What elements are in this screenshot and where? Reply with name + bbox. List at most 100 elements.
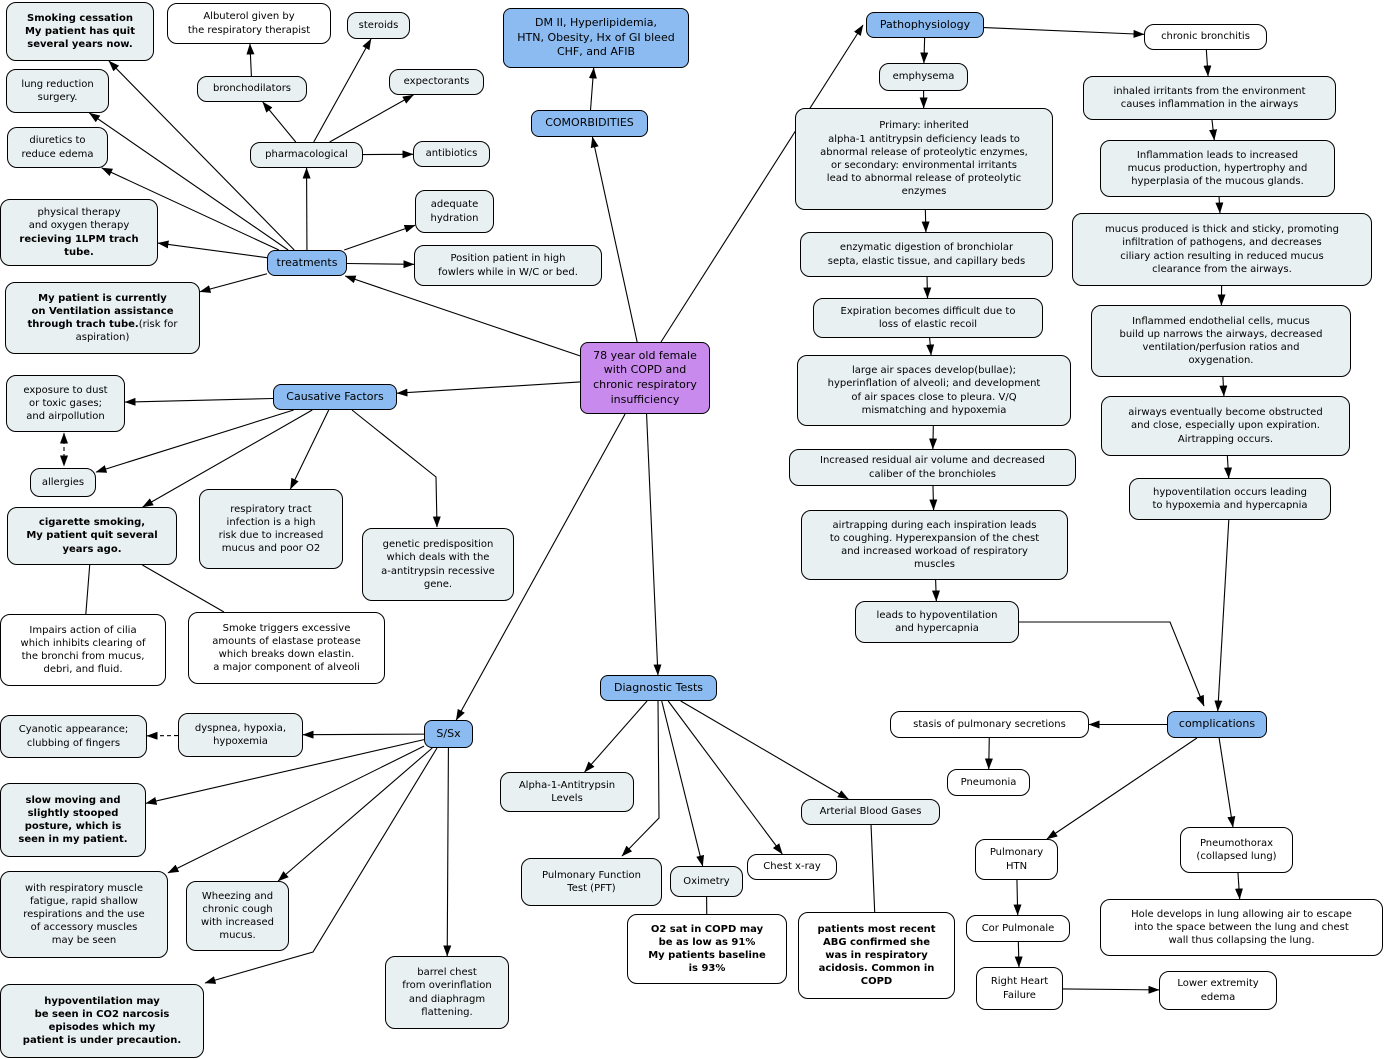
node-steroids[interactable]: steroids [347,12,410,39]
node-text: dyspnea, hypoxia, hypoxemia [183,722,298,748]
edge-abg-patients-abg [870,824,876,913]
node-enzymatic[interactable]: enzymatic digestion of bronchiolar septa… [800,232,1053,277]
node-impairs[interactable]: Impairs action of cilia which inhibits c… [0,614,166,686]
node-text: inhaled irritants from the environment c… [1088,85,1331,111]
node-text: Wheezing and chronic cough with increase… [191,890,284,943]
edge-cor-right-heart [1014,941,1023,968]
node-resp-tract[interactable]: respiratory tract infection is a high ri… [199,489,343,569]
node-mucus[interactable]: mucus produced is thick and sticky, prom… [1072,213,1372,286]
node-exposure[interactable]: exposure to dust or toxic gases; and air… [6,375,125,432]
node-text: Primary: inherited alpha-1 antitrypsin d… [800,119,1048,198]
node-inflamed[interactable]: Inflammed endothelial cells, mucus build… [1091,305,1351,377]
node-diagnostic[interactable]: Diagnostic Tests [600,675,717,701]
node-label: Causative Factors [286,389,384,403]
node-adequate[interactable]: adequate hydration [415,190,494,233]
node-text: enzymatic digestion of bronchiolar septa… [805,241,1048,267]
node-genetic[interactable]: genetic predisposition which deals with … [362,528,514,601]
node-smoke-triggers[interactable]: Smoke triggers excessive amounts of elas… [188,612,385,684]
node-barrel[interactable]: barrel chest from overinflation and diap… [385,956,509,1029]
node-text: adequate hydration [420,198,489,224]
node-diuretics[interactable]: diuretics to reduce edema [7,127,108,168]
node-text-segment: My patient is currently on Ventilation a… [27,292,174,330]
node-lung-reduction[interactable]: lung reduction surgery. [6,69,109,113]
node-dm2[interactable]: DM II, Hyperlipidemia, HTN, Obesity, Hx … [503,8,689,68]
node-primary[interactable]: Primary: inherited alpha-1 antitrypsin d… [795,108,1053,210]
node-text: Pulmonary HTN [980,846,1053,872]
edge-treatments-position [346,260,415,269]
node-label: Pneumothorax (collapsed lung) [1196,837,1277,862]
node-label: Chest x-ray [763,861,821,873]
node-text: mucus produced is thick and sticky, prom… [1077,223,1367,276]
node-pathophysiology[interactable]: Pathophysiology [866,12,984,38]
node-antibiotics[interactable]: antibiotics [413,141,490,167]
node-text: airways eventually become obstructed and… [1106,406,1345,446]
edge-center-pathophysiology [660,24,864,343]
node-expectorants[interactable]: expectorants [389,69,484,95]
node-label: Diagnostic Tests [614,680,703,694]
edge-diagnostic-abg [680,700,849,800]
node-dyspnea[interactable]: dyspnea, hypoxia, hypoxemia [178,713,303,757]
edge-primary-enzymatic [921,209,930,233]
node-treatments[interactable]: treatments [267,250,347,276]
node-alpha1[interactable]: Alpha-1-Antitrypsin Levels [500,772,634,812]
node-expiration[interactable]: Expiration becomes difficult due to loss… [813,298,1043,338]
node-my-patient-vent[interactable]: My patient is currently on Ventilation a… [5,282,200,354]
node-leads-hypo[interactable]: leads to hypoventilation and hypercapnia [855,601,1019,643]
node-patients-abg[interactable]: patients most recent ABG confirmed she w… [798,912,955,999]
node-label: Pulmonary Function Test (PFT) [541,869,642,894]
node-abg[interactable]: Arterial Blood Gases [801,799,940,825]
node-hypovent-co2[interactable]: hypoventilation may be seen in CO2 narco… [0,984,204,1058]
node-complications[interactable]: complications [1167,711,1267,738]
node-oximetry[interactable]: Oximetry [670,866,743,897]
node-emphysema[interactable]: emphysema [879,63,968,91]
node-airways[interactable]: airways eventually become obstructed and… [1101,396,1350,456]
node-label: airways eventually become obstructed and… [1128,407,1323,445]
node-cyanotic[interactable]: Cyanotic appearance; clubbing of fingers [0,715,147,758]
node-position[interactable]: Position patient in high fowlers while i… [414,245,602,286]
node-label: dyspnea, hypoxia, hypoxemia [194,722,287,747]
node-albuterol[interactable]: Albuterol given by the respiratory thera… [167,3,331,44]
node-hole[interactable]: Hole develops in lung allowing air to es… [1100,899,1383,956]
node-pneumothorax[interactable]: Pneumothorax (collapsed lung) [1180,827,1293,873]
node-cor[interactable]: Cor Pulmonale [966,915,1070,942]
node-pneumonia[interactable]: Pneumonia [947,769,1030,796]
node-inflammation[interactable]: Inflammation leads to increased mucus pr… [1100,140,1335,197]
node-cigarette[interactable]: cigarette smoking, My patient quit sever… [7,507,177,565]
node-bronchodilators[interactable]: bronchodilators [197,76,307,102]
node-pulm-htn[interactable]: Pulmonary HTN [975,839,1058,880]
node-o2-sat[interactable]: O2 sat in COPD may be as low as 91% My p… [627,914,787,984]
node-large-air[interactable]: large air spaces develop(bullae); hyperi… [797,355,1071,426]
node-airtrapping[interactable]: airtrapping during each inspiration lead… [801,510,1068,580]
node-pharmacological[interactable]: pharmacological [250,142,363,168]
node-comorbidities[interactable]: COMORBIDITIES [531,110,648,137]
node-inhaled[interactable]: inhaled irritants from the environment c… [1083,76,1336,120]
node-chronic-bronchitis[interactable]: chronic bronchitis [1144,24,1267,50]
node-pft[interactable]: Pulmonary Function Test (PFT) [521,858,662,906]
node-with-respiratory[interactable]: with respiratory muscle fatigue, rapid s… [0,871,168,958]
node-label: Cyanotic appearance; clubbing of fingers [18,724,129,749]
node-text: bronchodilators [202,82,302,95]
node-label: Wheezing and chronic cough with increase… [201,890,274,942]
node-label: Increased residual air volume and decrea… [820,455,1045,480]
node-wheezing[interactable]: Wheezing and chronic cough with increase… [186,881,289,951]
node-lower-edema[interactable]: Lower extremity edema [1159,971,1277,1010]
edge-pneumothorax-hole [1234,872,1243,900]
node-text: hypoventilation occurs leading to hypoxe… [1134,486,1326,512]
node-stasis[interactable]: stasis of pulmonary secretions [890,711,1089,738]
node-causative[interactable]: Causative Factors [273,384,397,410]
node-text: with respiratory muscle fatigue, rapid s… [5,882,163,948]
node-center[interactable]: 78 year old female with COPD and chronic… [580,342,710,414]
node-s-sx[interactable]: S/Sx [424,720,473,748]
node-label: 78 year old female with COPD and chronic… [593,348,697,406]
node-physical-therapy[interactable]: physical therapy and oxygen therapy reci… [0,199,158,266]
node-increased-residual[interactable]: Increased residual air volume and decrea… [789,449,1076,486]
edge-treatments-lung-reduction [89,112,289,251]
node-slow-moving[interactable]: slow moving and slightly stooped posture… [0,783,146,857]
node-right-heart[interactable]: Right Heart Failure [976,967,1063,1010]
node-hypovent-occurs[interactable]: hypoventilation occurs leading to hypoxe… [1129,478,1331,520]
node-smoking[interactable]: Smoking cessation My patient has quit se… [6,2,154,61]
node-label: Pathophysiology [879,17,971,31]
node-allergies[interactable]: allergies [30,468,96,497]
node-chest-xray[interactable]: Chest x-ray [747,854,837,880]
